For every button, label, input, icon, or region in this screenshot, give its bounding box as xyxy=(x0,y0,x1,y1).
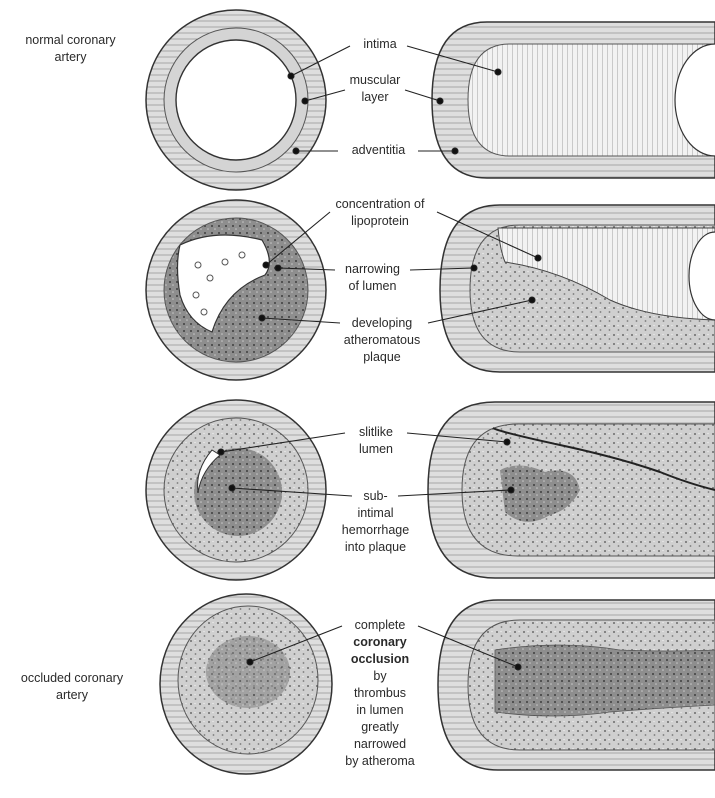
cross-section-normal xyxy=(146,10,326,190)
longitudinal-section-plaque xyxy=(440,205,715,372)
label-developing-atheromatous-plaque: developing atheromatous plaque xyxy=(332,315,432,366)
label-concentration-of-lipoprotein: concentration of lipoprotein xyxy=(315,196,445,230)
row-label-occluded-artery: occluded coronary artery xyxy=(2,670,142,704)
longitudinal-section-normal xyxy=(432,22,715,178)
longitudinal-section-hemorrhage xyxy=(428,402,715,578)
cross-section-hemorrhage xyxy=(146,400,326,580)
longitudinal-section-occluded xyxy=(438,600,715,770)
label-slitlike-lumen: slitlike lumen xyxy=(340,424,412,458)
label-complete-coronary-occlusion: complete coronary occlusion by thrombus … xyxy=(330,617,430,770)
label-narrowing-of-lumen: narrowing of lumen xyxy=(330,261,415,295)
cross-section-plaque xyxy=(146,200,326,380)
label-muscular-layer: muscular layer xyxy=(335,72,415,106)
label-adventitia: adventitia xyxy=(336,142,421,159)
row-label-normal-artery: normal coronary artery xyxy=(8,32,133,66)
label-subintimal-hemorrhage: sub- intimal hemorrhage into plaque xyxy=(333,488,418,556)
cross-section-occluded xyxy=(160,594,332,774)
label-intima: intima xyxy=(340,36,420,53)
